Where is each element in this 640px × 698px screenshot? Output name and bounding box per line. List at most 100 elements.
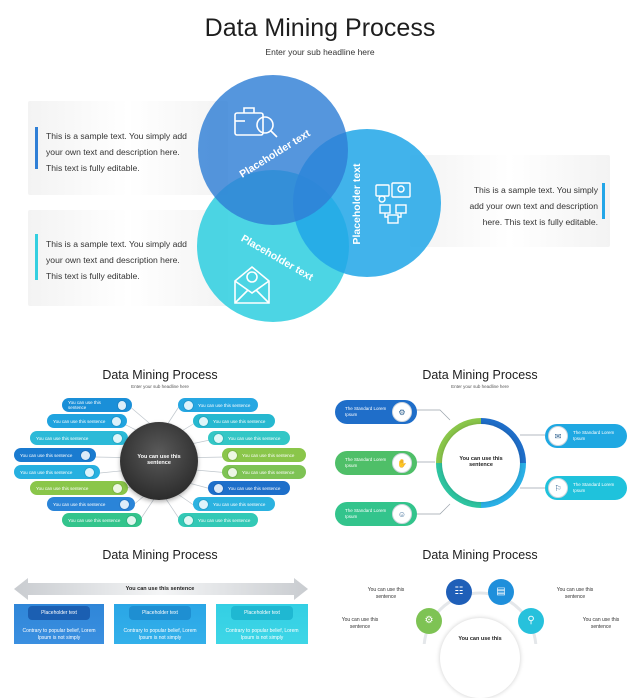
thumb1-right-pill: You can use this sentence — [222, 448, 306, 462]
pill-label: You can use this sentence — [228, 485, 281, 491]
thumb3-column: Placeholder text Contrary to popular bel… — [114, 604, 206, 644]
thumb1-left-pill: You can use this sentence — [47, 497, 135, 511]
left-bottom-panel: This is a sample text. You simply add yo… — [28, 210, 228, 306]
thumb4-side-text: You can use this sentence — [341, 617, 379, 630]
pill-dot-icon — [199, 416, 208, 426]
page-subtitle: Enter your sub headline here — [265, 47, 375, 57]
thumb4-node: ☷ — [446, 579, 472, 605]
right-panel: This is a sample text. You simply add yo… — [410, 155, 610, 247]
left-top-panel: This is a sample text. You simply add yo… — [28, 101, 228, 195]
thumb1-right-pill: You can use this sentence — [208, 431, 290, 445]
thumb1-left-pill: You can use this sentence — [62, 513, 142, 527]
pill-dot-icon — [228, 450, 237, 460]
thumb4-node: ▤ — [488, 579, 514, 605]
pill-dot-icon — [214, 433, 223, 443]
thumb1-left-pill: You can use this sentence — [30, 481, 128, 495]
page-title: Data Mining Process — [204, 14, 436, 42]
thumb4-node: ⚲ — [518, 608, 544, 634]
pill-label: You can use this sentence — [53, 501, 106, 507]
thumb3-column-head: Placeholder text — [129, 606, 191, 620]
thumb2-item-icon: ⚙ — [392, 402, 412, 422]
pill-label: You can use this sentence — [20, 452, 73, 458]
pill-dot-icon — [81, 450, 90, 460]
pill-dot-icon — [214, 483, 223, 493]
pill-label: You can use this sentence — [198, 402, 251, 408]
briefcase-search-icon — [234, 107, 278, 138]
thumb3-column: Placeholder text Contrary to popular bel… — [14, 604, 104, 644]
pill-dot-icon — [113, 483, 122, 493]
thumb4-side-text: You can use this sentence — [582, 617, 620, 630]
thumb3-column-body: Contrary to popular belief, Lorem Ipsum … — [123, 628, 197, 641]
thumb4-ring — [422, 591, 538, 644]
item-label: The Standard Lorem Ipsum — [573, 482, 615, 493]
thumb2-center-text: You can use this sentence — [459, 456, 503, 468]
right-text: This is a sample text. You simply add yo… — [469, 185, 598, 227]
thumb2-item-icon: ☺ — [392, 504, 412, 524]
thumb1-subtitle: Enter your sub headline here — [131, 384, 189, 389]
pill-dot-icon — [184, 400, 193, 410]
thumb1-left-pill: You can use this sentence — [30, 431, 128, 445]
pill-label: You can use this sentence — [36, 485, 89, 491]
thumb1-right-pill: You can use this sentence — [178, 513, 258, 527]
email-envelope-icon — [234, 265, 270, 304]
pill-dot-icon — [199, 499, 208, 509]
pill-label: You can use this sentence — [213, 501, 266, 507]
pill-label: You can use this sentence — [242, 469, 295, 475]
thumb4-side-text: You can use this sentence — [556, 587, 594, 600]
thumb2-subtitle: Enter your sub headline here — [451, 384, 509, 389]
right-accent — [602, 183, 605, 219]
thumb1-title: Data Mining Process — [102, 368, 218, 382]
thumb1-left-pill: You can use this sentence — [14, 465, 100, 479]
thumb2-title: Data Mining Process — [422, 368, 538, 382]
pill-label: You can use this sentence — [228, 435, 281, 441]
thumb2-item-icon: ✉ — [548, 426, 568, 446]
pill-label: You can use this sentence — [20, 469, 73, 475]
thumb1-right-pill: You can use this sentence — [193, 414, 275, 428]
pill-dot-icon — [120, 499, 129, 509]
thumb1-right-pill: You can use this sentence — [193, 497, 275, 511]
thumb2-center-ring: You can use this sentence — [436, 418, 526, 508]
thumb3-column-body: Contrary to popular belief, Lorem Ipsum … — [225, 628, 299, 641]
thumb2-item-icon: ⚐ — [548, 478, 568, 498]
pill-dot-icon — [228, 467, 237, 477]
pill-dot-icon — [117, 400, 126, 410]
thumb3-column-head: Placeholder text — [28, 606, 90, 620]
pill-label: You can use this sentence — [198, 517, 251, 523]
thumb3-title: Data Mining Process — [102, 548, 218, 562]
pill-label: You can use this sentence — [53, 418, 106, 424]
thumb1-right-pill: You can use this sentence — [222, 465, 306, 479]
thumb2-center-inner — [442, 424, 520, 502]
left-bottom-accent — [35, 234, 38, 280]
pill-label: You can use this sentence — [36, 435, 89, 441]
thumb1-center-text: You can use this sentence — [137, 454, 181, 466]
thumb4-title: Data Mining Process — [422, 548, 538, 562]
pill-label: You can use this sentence — [242, 452, 295, 458]
thumb4-node: ⚙ — [416, 608, 442, 634]
circle-right-label: Placeholder text — [351, 163, 363, 245]
venn-diagram — [197, 75, 441, 322]
pill-label: You can use this sentence — [68, 400, 101, 410]
thumb3-column-body: Contrary to popular belief, Lorem Ipsum … — [22, 628, 96, 641]
pill-dot-icon — [112, 416, 121, 426]
item-label: The Standard Lorem Ipsum — [573, 430, 615, 441]
thumb1-right-pill: You can use this sentence — [208, 481, 290, 495]
left-top-accent — [35, 127, 38, 169]
thumb1-right-pill: You can use this sentence — [178, 398, 258, 412]
thumb1-left-pill: You can use this sentence — [47, 414, 127, 428]
left-bottom-text: This is a sample text. You simply add yo… — [46, 239, 187, 281]
thumb4-center-text: You can use this — [458, 636, 502, 642]
thumb3-arrow — [14, 578, 308, 600]
pill-dot-icon — [127, 515, 136, 525]
item-label: The Standard Lorem Ipsum — [345, 406, 387, 417]
thumb3-column: Placeholder text Contrary to popular bel… — [216, 604, 308, 644]
thumb4-side-text: You can use this sentence — [367, 587, 405, 600]
thumb4-center-circle: You can use this — [440, 618, 520, 698]
item-label: The Standard Lorem Ipsum — [345, 508, 387, 519]
thumb3-column-head: Placeholder text — [231, 606, 293, 620]
team-flow-icon — [375, 182, 411, 224]
left-top-text: This is a sample text. You simply add yo… — [46, 131, 187, 173]
pill-dot-icon — [113, 433, 122, 443]
thumb3-arrow-text: You can use this sentence — [125, 586, 195, 592]
pill-label: You can use this sentence — [68, 517, 121, 523]
thumb1-left-pill: You can use this sentence — [62, 398, 132, 412]
